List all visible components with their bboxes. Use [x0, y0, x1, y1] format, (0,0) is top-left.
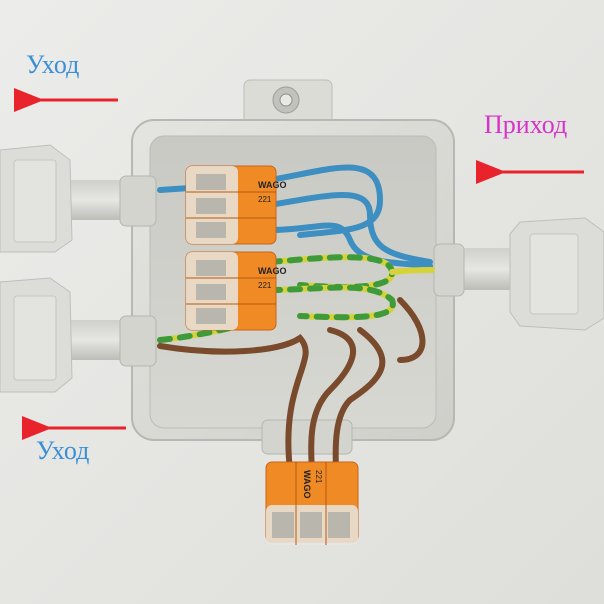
outgoing-label-top: Уход	[26, 50, 80, 79]
wago-connector-group-top: WAGO 221	[185, 165, 287, 245]
wago-brand-label: WAGO	[302, 470, 312, 499]
outgoing-label-bottom: Уход	[36, 436, 90, 465]
wire-brown	[308, 327, 356, 473]
wago-connector-bottom: WAGO 221	[265, 461, 359, 545]
wago-connector-group-middle: WAGO 221	[185, 251, 287, 331]
wago-model-label: 221	[258, 195, 272, 204]
wire-brown	[157, 334, 309, 473]
wire-brown	[332, 327, 386, 473]
wago-brand-label: WAGO	[258, 180, 287, 190]
wire-brown	[397, 297, 426, 363]
direction-arrows	[13, 88, 584, 440]
wire-blue	[157, 185, 193, 193]
wago-model-label: 221	[314, 470, 323, 484]
mounting-tab	[243, 79, 333, 131]
pipe-clips	[0, 144, 604, 393]
wire-earth	[389, 267, 435, 275]
incoming-label: Приход	[484, 110, 568, 139]
wire-earth	[267, 284, 396, 321]
wago-model-label: 221	[258, 281, 272, 290]
wire-blue	[267, 222, 433, 269]
wire-blue	[267, 192, 433, 265]
wago-brand-label: WAGO	[258, 266, 287, 276]
